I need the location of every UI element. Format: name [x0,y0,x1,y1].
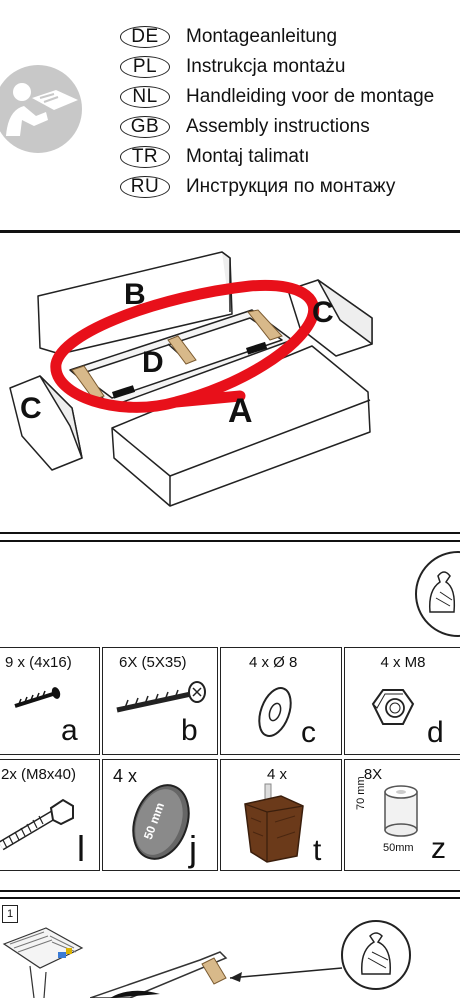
part-cell-a: 9 x (4x16) a [0,647,100,755]
part-cell-b: 6X (5X35) b [102,647,218,755]
language-row-tr: TR Montaj talimatı [120,143,310,171]
language-code-badge: DE [120,26,170,48]
highlight-circle [50,279,320,413]
part-quantity: 4 x M8 [380,654,426,671]
part-quantity: 8X [363,766,383,783]
part-cell-d: 4 x M8 d [344,647,460,755]
instruction-booklet-icon [0,922,90,999]
language-row-nl: NL Handleiding voor de montage [120,83,434,111]
part-quantity: 4 x Ø 8 [249,654,298,671]
part-cell-l: 2x (M8x40) l [0,759,100,871]
part-quantity: 4 x [113,766,138,786]
part-letter: t [313,834,322,867]
nut-icon [371,689,415,725]
diagram-label-c-left: C [20,392,42,425]
divider [0,230,460,233]
part-letter: c [301,716,316,749]
language-code-badge: RU [120,176,170,198]
manual-reader-icon [0,64,90,154]
language-code-badge: NL [120,86,170,108]
part-letter: z [431,832,446,865]
parts-bag-icon [410,546,460,642]
step-number-box: 1 [2,905,18,923]
washer-icon [258,687,292,737]
diagram-label-a: A [228,392,253,430]
parts-bag-icon [340,918,412,992]
roller-width-label: 50mm [383,842,414,854]
part-quantity: 6X (5X35) [119,654,187,671]
part-letter: b [181,714,198,747]
part-letter: d [427,716,444,749]
language-title: Montaj talimatı [186,146,310,167]
part-cell-t: 4 x t [220,759,342,871]
part-quantity: 9 x (4x16) [5,654,72,671]
roller-icon [384,785,418,837]
divider [0,540,460,542]
part-quantity: 4 x [267,766,288,783]
step-diagram [89,950,410,999]
language-row-pl: PL Instrukcja montażu [120,53,345,81]
divider [0,532,460,534]
diagram-label-d: D [142,346,164,379]
wooden-leg-icon [244,783,304,863]
divider [0,897,460,899]
bolt-icon [0,798,74,851]
language-code-badge: PL [120,56,170,78]
language-title: Handleiding voor de montage [186,86,435,107]
felt-pad-icon [132,784,190,860]
diagram-label-c-right: C [312,296,334,329]
language-row-ru: RU Инструкция по монтажу [120,173,395,201]
part-letter: a [61,714,78,747]
sofa-exploded-diagram: B C D C A [0,236,460,526]
language-row-gb: GB Assembly instructions [120,113,370,141]
part-quantity: 2x (M8x40) [1,766,77,783]
language-title: Montageanleitung [186,26,338,47]
part-letter: l [77,828,85,869]
step-number: 1 [6,908,14,920]
language-title: Инструкция по монтажу [186,176,396,197]
diagram-label-b: B [124,278,146,311]
language-title: Assembly instructions [186,116,370,137]
language-code-badge: TR [120,146,170,168]
divider [0,890,460,892]
part-cell-j: 4 x 50 mm j [102,759,218,871]
roller-height-label: 70 mm [355,776,367,810]
part-letter: j [189,828,197,869]
screw-icon [116,681,206,713]
language-title: Instrukcja montażu [186,56,346,77]
language-code-badge: GB [120,116,170,138]
part-cell-c: 4 x Ø 8 c [220,647,342,755]
part-cell-z: 8X 70 mm 50mm z [344,759,460,871]
language-row-de: DE Montageanleitung [120,23,337,51]
screw-icon [14,687,61,708]
